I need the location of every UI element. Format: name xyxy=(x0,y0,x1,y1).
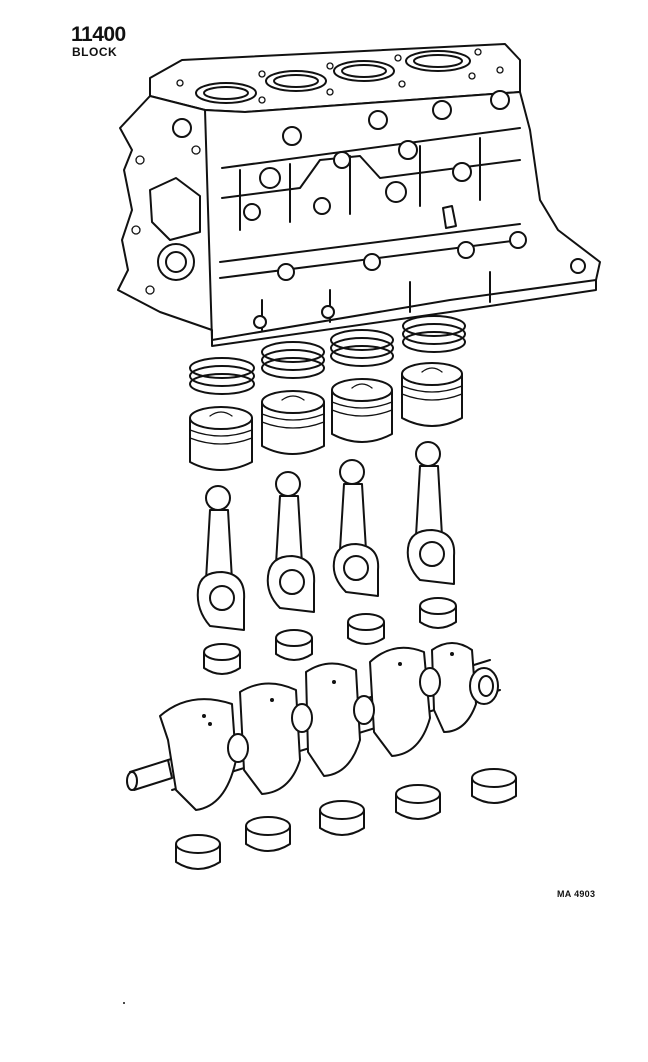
main-bearing-2 xyxy=(245,816,291,852)
piston-ring-set-4 xyxy=(402,315,466,353)
stray-dot xyxy=(123,1002,125,1004)
rod-bearing-1 xyxy=(203,643,241,675)
main-bearing-5 xyxy=(471,768,517,804)
connecting-rod-4 xyxy=(406,441,456,585)
piston-ring-set-3 xyxy=(330,329,394,367)
piston-1 xyxy=(189,406,253,471)
illustration-reference: MA 4903 xyxy=(557,889,596,899)
rod-bearing-4 xyxy=(419,597,457,629)
main-bearing-1 xyxy=(175,834,221,870)
piston-2 xyxy=(261,390,325,455)
piston-4 xyxy=(401,362,463,427)
connecting-rod-2 xyxy=(266,471,316,613)
connecting-rod-1 xyxy=(196,485,246,631)
part-code: 11400 xyxy=(71,23,126,46)
main-bearing-4 xyxy=(395,784,441,820)
crankshaft xyxy=(126,642,501,811)
piston-3 xyxy=(331,378,393,443)
cylinder-block xyxy=(117,43,601,347)
main-bearing-3 xyxy=(319,800,365,836)
piston-ring-set-1 xyxy=(189,357,255,395)
rod-bearing-2 xyxy=(275,629,313,661)
part-name: BLOCK xyxy=(72,45,118,59)
connecting-rod-3 xyxy=(332,459,380,597)
piston-ring-set-2 xyxy=(261,341,325,379)
rod-bearing-3 xyxy=(347,613,385,645)
